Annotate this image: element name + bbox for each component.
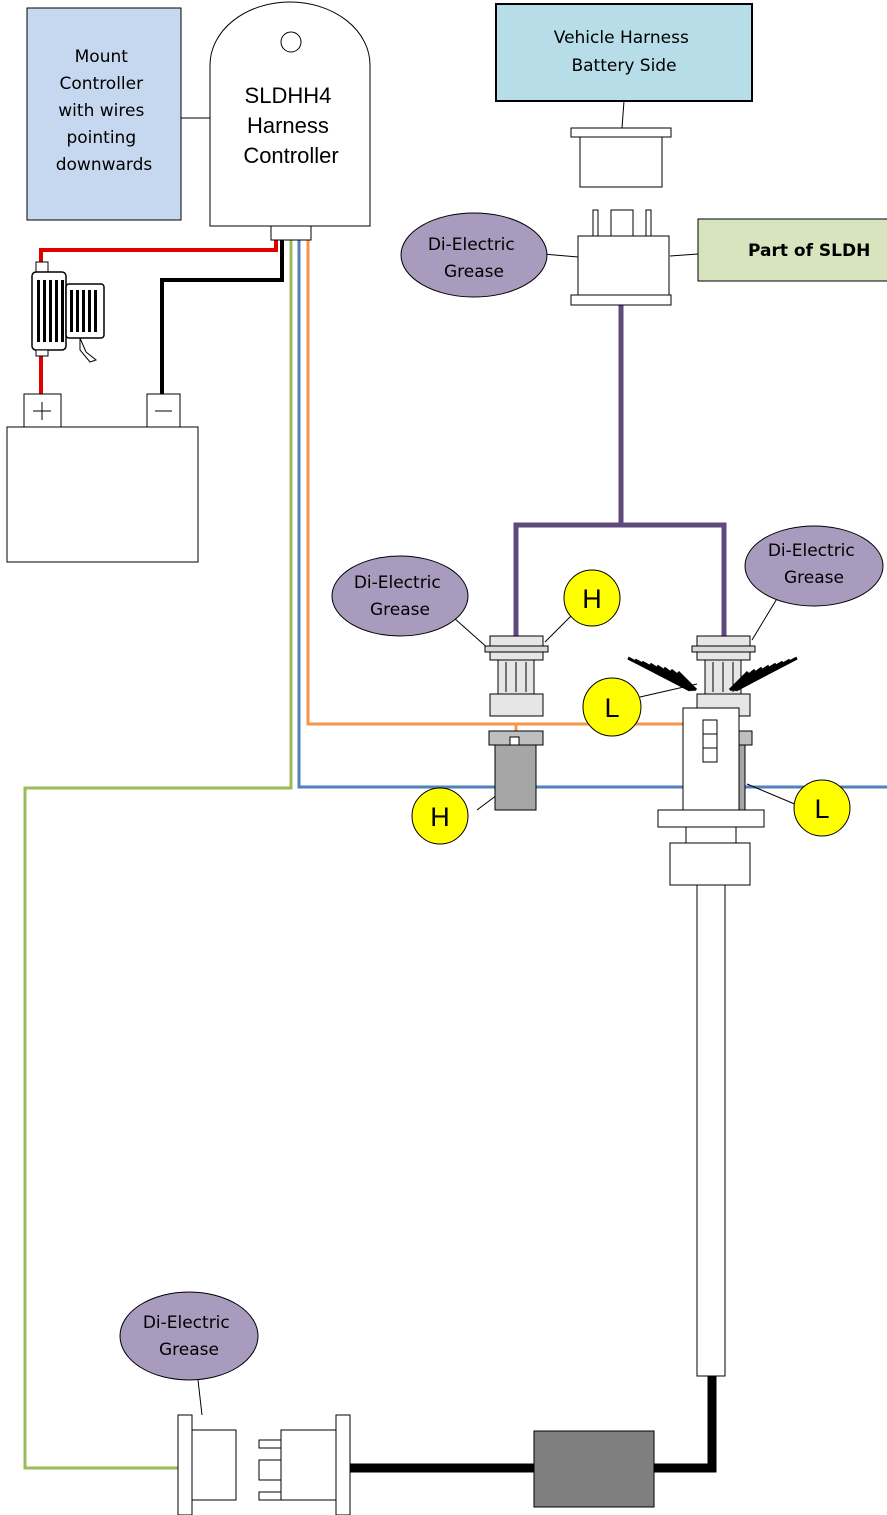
purple-branch-wire <box>513 522 727 636</box>
battery-positive-terminal <box>23 393 62 428</box>
grease-callout-bottom: Di-Electric Grease <box>119 1291 259 1381</box>
vehicle-harness-plug <box>570 127 672 188</box>
callout-low-bottom <box>746 783 798 806</box>
mount-note-line-3: with wires <box>58 101 144 121</box>
svg-text:Di-Electric Grease: Di-Electric Grease <box>143 1313 235 1360</box>
controller-mount-hole <box>280 31 302 53</box>
inline-fuse-holder <box>31 261 105 363</box>
controller-line-3: Controller <box>243 143 338 168</box>
controller-line-2: Harness <box>247 113 329 138</box>
svg-text:Vehicle Harness Battery: Vehicle Harness Battery Side <box>554 28 694 76</box>
grease-callout-left: Di-Electric Grease <box>331 555 469 637</box>
black-ground-wire <box>160 240 284 394</box>
svg-text:SLDHH4 Harness Con: SLDHH4 Harness Controller <box>243 83 338 168</box>
callout-grease-left <box>453 617 491 651</box>
svg-text:Di-Electric Grease: Di-Electric Grease <box>428 235 520 282</box>
grease-callout-right: Di-Electric Grease <box>744 525 884 607</box>
mount-note-line-5: downwards <box>56 155 153 175</box>
low-beam-socket <box>691 635 756 717</box>
grease-callout-top: Di-Electric Grease <box>400 212 548 298</box>
led-bulb <box>627 656 798 1377</box>
callout-high-top <box>544 614 573 643</box>
led-cable-driver-to-bulb <box>654 1376 717 1473</box>
high-marker-bottom: H <box>411 787 469 845</box>
callout-grease-top <box>542 253 579 258</box>
low-marker-bottom: L <box>793 779 851 837</box>
callout-vehicle-harness <box>621 100 625 129</box>
high-marker-top: H <box>563 569 621 627</box>
mount-note-line-4: pointing <box>66 128 136 148</box>
led-cable-plug <box>258 1414 351 1515</box>
svg-text:H: H <box>582 584 602 614</box>
low-marker-top: L <box>582 677 642 737</box>
red-power-wire <box>39 240 278 268</box>
callout-part-of <box>669 253 699 257</box>
battery <box>6 393 199 563</box>
svg-text:Di-Electric Grease: Di-Electric Grease <box>768 541 860 588</box>
mount-note-line-2: Controller <box>59 74 143 94</box>
sldh-harness-socket <box>570 209 672 306</box>
part-of-sldh-label: Part of SLDH <box>748 241 870 261</box>
callout-high-bottom <box>476 794 498 811</box>
high-beam-socket <box>484 635 549 717</box>
svg-text:Di-Electric Grease: Di-Electric Grease <box>354 573 446 620</box>
svg-text:H: H <box>430 802 450 832</box>
svg-text:L: L <box>814 794 829 824</box>
vehicle-harness-line-1: Vehicle Harness <box>554 28 689 48</box>
svg-text:Mount Controller w: Mount Controller with wires pointing dow… <box>56 47 153 175</box>
controller-wire-exit <box>270 225 312 241</box>
mount-controller-note: Mount Controller with wires pointing dow… <box>26 7 182 221</box>
led-driver-module <box>533 1430 655 1508</box>
sldhh4-harness-controller: SLDHH4 Harness Controller <box>209 1 371 241</box>
controller-signal-socket <box>177 1414 237 1515</box>
vehicle-harness-note: Vehicle Harness Battery Side <box>495 3 753 102</box>
controller-line-1: SLDHH4 <box>245 83 332 108</box>
high-beam-plug <box>488 730 544 811</box>
svg-text:L: L <box>604 693 619 723</box>
led-bulb-heatsink-fins <box>627 656 798 692</box>
callout-grease-bottom <box>197 1379 203 1416</box>
mount-note-line-1: Mount <box>75 47 129 67</box>
part-of-sldh-note: Part of SLDH <box>697 218 887 282</box>
green-signal-wire <box>23 240 293 1470</box>
vehicle-harness-line-2: Battery Side <box>571 56 676 76</box>
